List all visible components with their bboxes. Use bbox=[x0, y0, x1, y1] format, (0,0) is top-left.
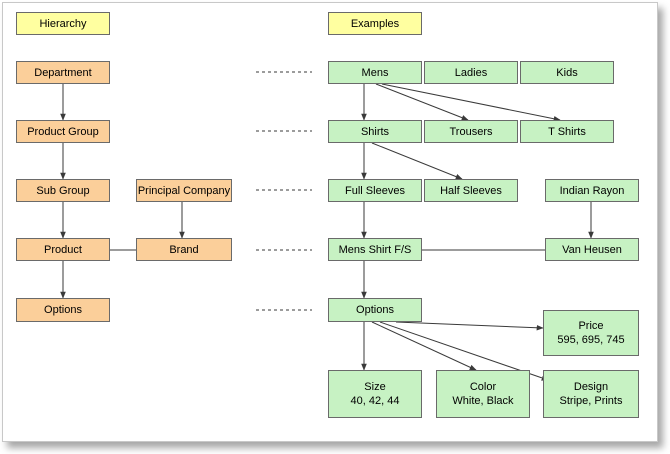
example-product: Mens Shirt F/S bbox=[328, 238, 422, 261]
example-color: Color White, Black bbox=[436, 370, 530, 418]
example-options: Options bbox=[328, 298, 422, 322]
example-design: Design Stripe, Prints bbox=[543, 370, 639, 418]
size-label: Size bbox=[364, 381, 386, 393]
header-examples: Examples bbox=[328, 12, 422, 35]
example-dept-ladies: Ladies bbox=[424, 61, 518, 84]
example-sub-full-sleeves: Full Sleeves bbox=[328, 179, 422, 202]
example-brand-van-heusen: Van Heusen bbox=[545, 238, 639, 261]
hierarchy-principal-company: Principal Company bbox=[136, 179, 232, 202]
example-price: Price 595, 695, 745 bbox=[543, 310, 639, 356]
hierarchy-department: Department bbox=[16, 61, 110, 84]
price-label: Price bbox=[578, 320, 604, 332]
example-dept-mens: Mens bbox=[328, 61, 422, 84]
example-sub-half-sleeves: Half Sleeves bbox=[424, 179, 518, 202]
example-group-trousers: Trousers bbox=[424, 120, 518, 143]
example-size: Size 40, 42, 44 bbox=[328, 370, 422, 418]
price-values: 595, 695, 745 bbox=[557, 334, 625, 346]
example-group-tshirts: T Shirts bbox=[520, 120, 614, 143]
hierarchy-sub-group: Sub Group bbox=[16, 179, 110, 202]
hierarchy-product-group: Product Group bbox=[16, 120, 110, 143]
hierarchy-brand: Brand bbox=[136, 238, 232, 261]
header-hierarchy: Hierarchy bbox=[16, 12, 110, 35]
size-values: 40, 42, 44 bbox=[350, 395, 400, 407]
hierarchy-product: Product bbox=[16, 238, 110, 261]
color-label: Color bbox=[469, 381, 497, 393]
design-label: Design bbox=[573, 381, 609, 393]
example-dept-kids: Kids bbox=[520, 61, 614, 84]
color-values: White, Black bbox=[452, 395, 514, 407]
example-group-shirts: Shirts bbox=[328, 120, 422, 143]
design-values: Stripe, Prints bbox=[559, 395, 623, 407]
hierarchy-options: Options bbox=[16, 298, 110, 322]
example-principal-indian-rayon: Indian Rayon bbox=[545, 179, 639, 202]
